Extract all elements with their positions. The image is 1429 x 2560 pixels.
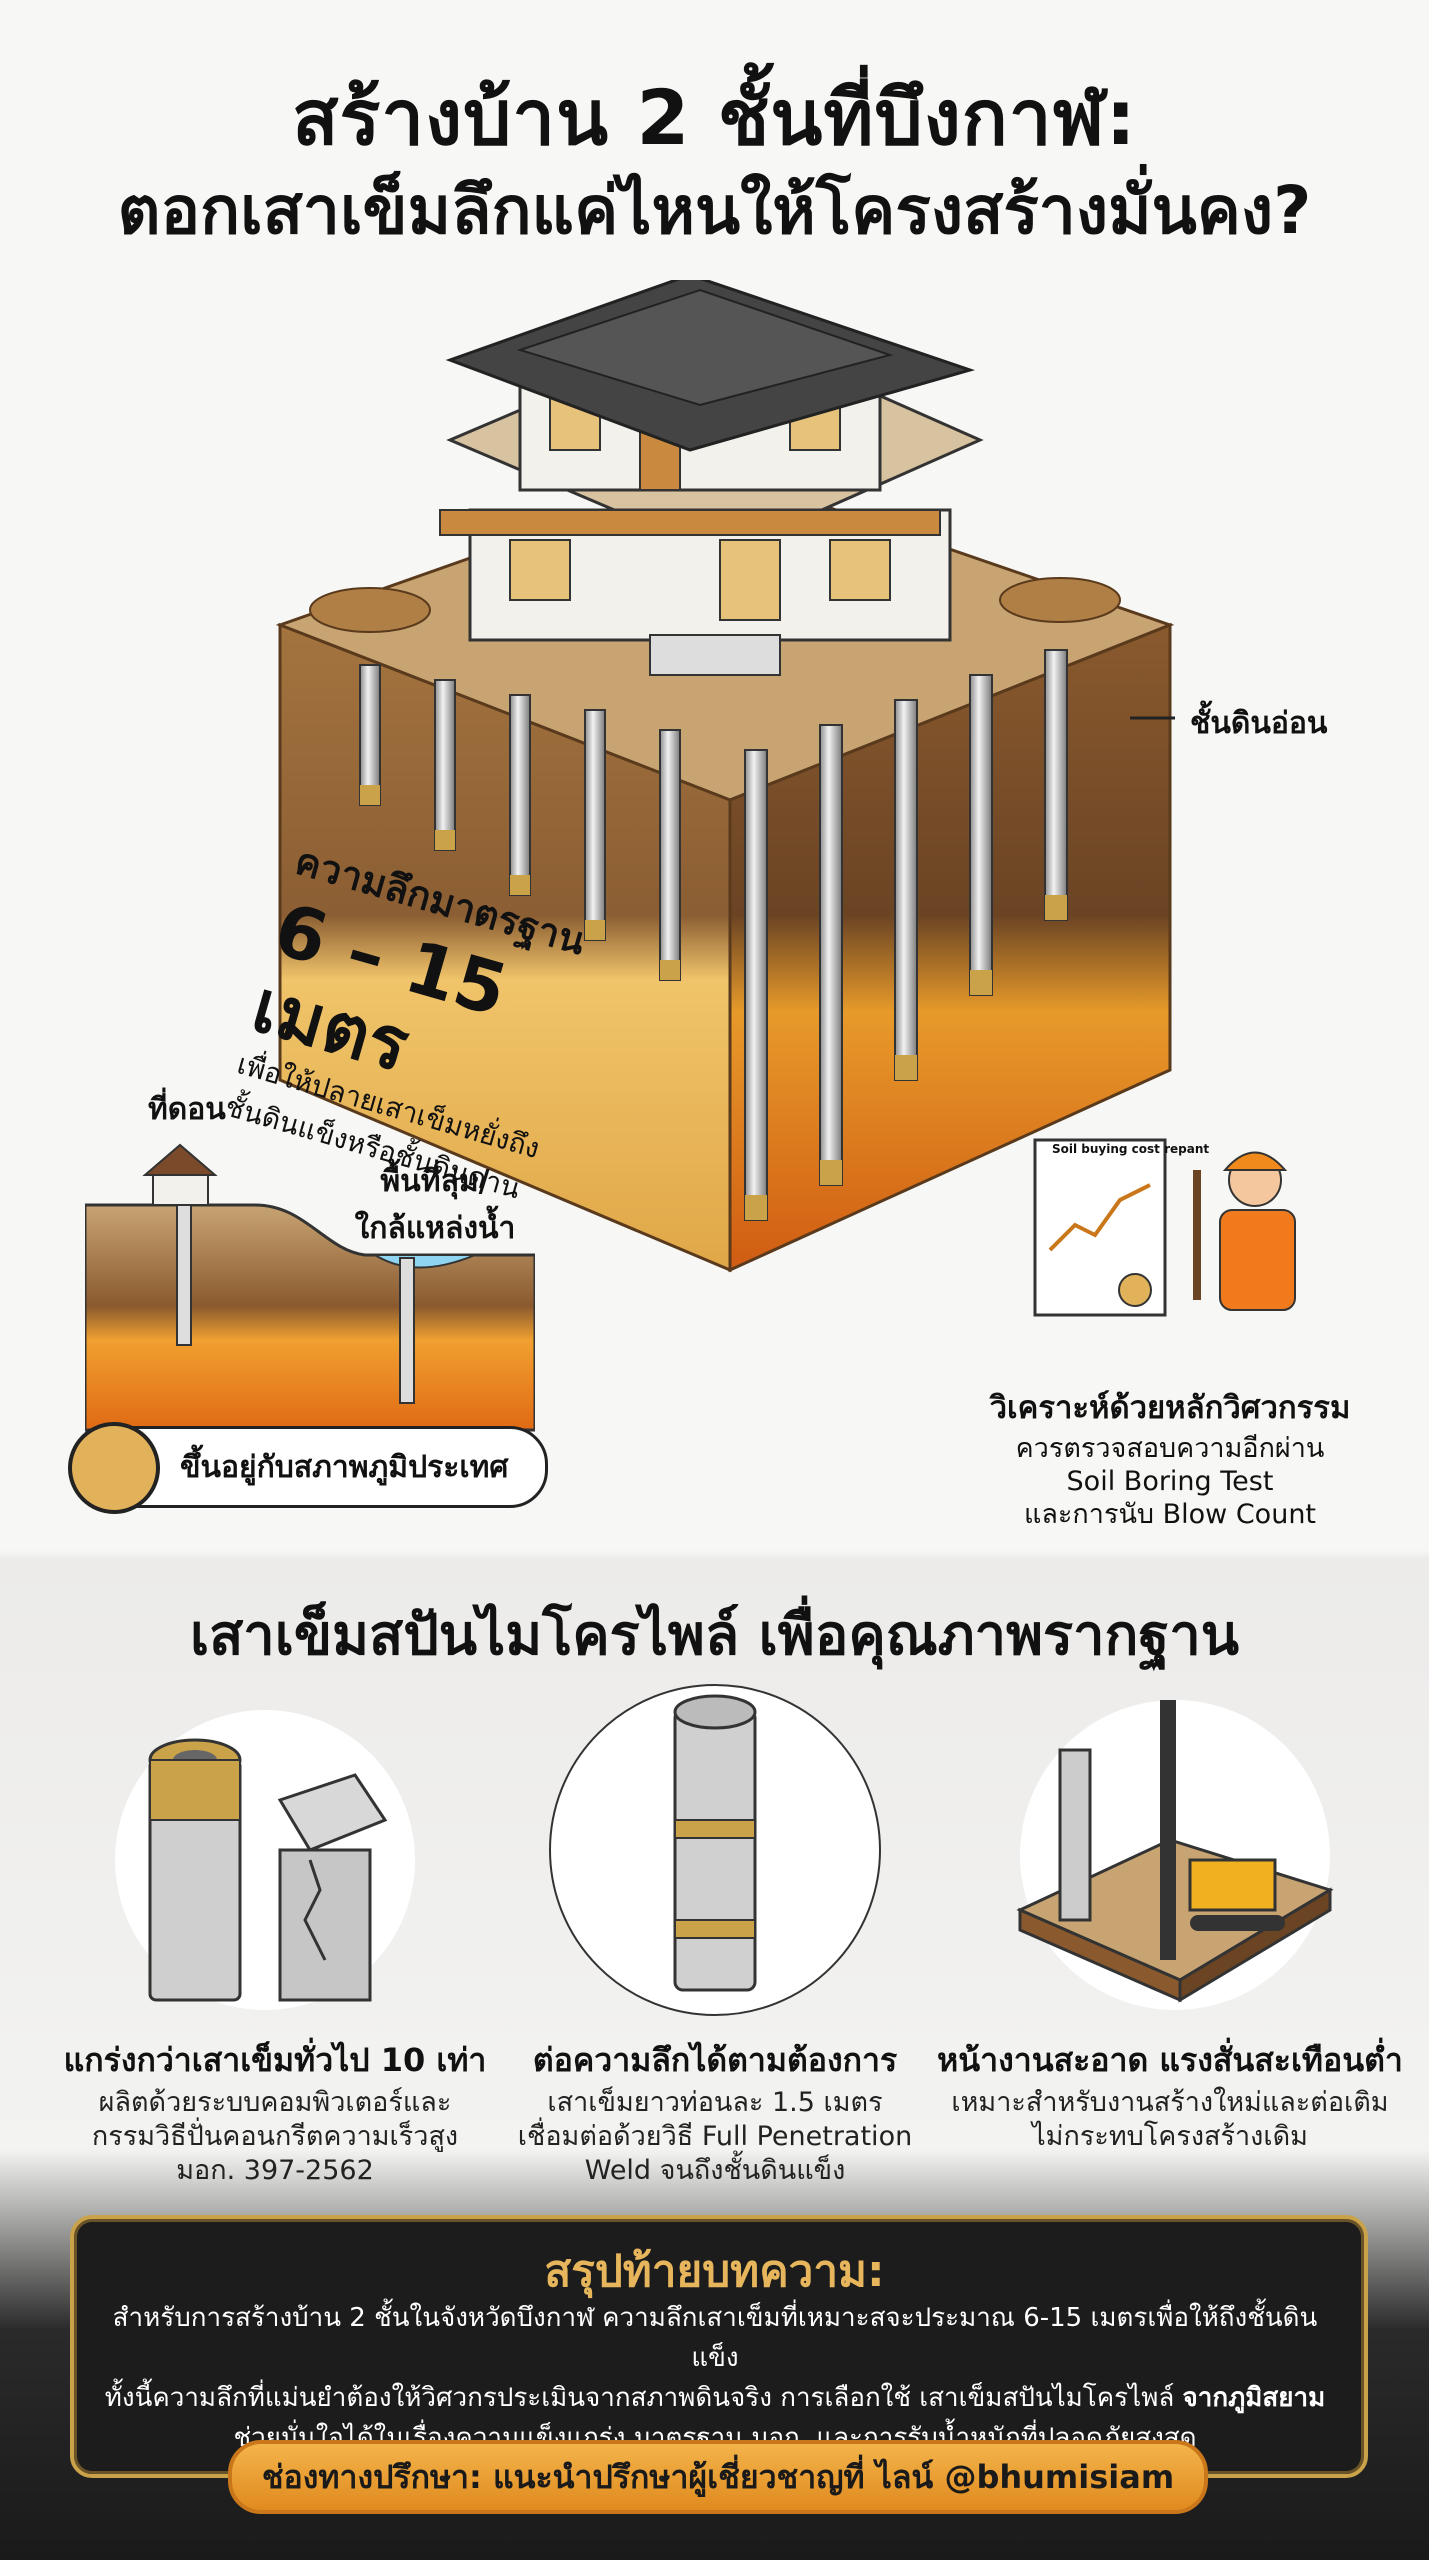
hard-hat-icon — [1222, 1151, 1288, 1171]
feature-3: หน้างานสะอาด แรงสั่นสะเทือนต่ำ เหมาะสำหร… — [935, 2035, 1405, 2154]
engineer-line3: และการนับ Blow Count — [1023, 1499, 1317, 1530]
summary-line-1: สำหรับการสร้างบ้าน 2 ชั้นในจังหวัดบึงกาฬ… — [112, 2303, 1318, 2373]
house-illustration — [439, 280, 984, 676]
highland-label: ที่ดอน — [148, 1092, 226, 1127]
pile-group — [359, 649, 1068, 1221]
soil-block-illustration — [275, 280, 1175, 1273]
small-house-icon — [142, 1143, 218, 1176]
summary-line-2a: ทั้งนี้ความลึกที่แม่นยำต้องให้วิศวกรประเ… — [104, 2383, 1175, 2413]
summary-line-2: ทั้งนี้ความลึกที่แม่นยำต้องให้วิศวกรประเ… — [95, 2378, 1335, 2418]
feature-1-desc-2: กรรมวิธีปั่นคอนกรีตความเร็วสูง — [91, 2121, 459, 2152]
terrain-cross-section — [85, 1143, 535, 1432]
feature-2-title: ต่อความลึกได้ตามต้องการ — [532, 2041, 898, 2079]
feature-2: ต่อความลึกได้ตามต้องการ เสาเข็มยาวท่อนละ… — [485, 2035, 945, 2188]
feature-1: แกร่งกว่าเสาเข็มทั่วไป 10 เท่า ผลิตด้วยร… — [45, 2035, 505, 2188]
feature-1-desc-1: ผลิตด้วยระบบคอมพิวเตอร์และ — [98, 2087, 452, 2118]
head-icon — [68, 1422, 160, 1514]
lowland-label-line1: พื้นที่ลุ่ม/ — [380, 1164, 490, 1199]
feature-3-illustration — [1016, 1700, 1334, 2010]
terrain-pill-text: ขึ้นอยู่กับสภาพภูมิประเทศ — [180, 1450, 509, 1485]
engineer-illustration — [1033, 1138, 1296, 1317]
feature-1-illustration — [115, 1710, 415, 2010]
lowland-label-line2: ใกล้แหล่งน้ำ — [354, 1211, 516, 1246]
feature-2-desc-2: เชื่อมต่อด้วยวิธี Full Penetration — [517, 2121, 913, 2152]
feature-1-title: แกร่งกว่าเสาเข็มทั่วไป 10 เท่า — [63, 2041, 487, 2079]
feature-1-desc-3: มอก. 397-2562 — [176, 2155, 374, 2186]
engineer-line1: ควรตรวจสอบความอีกผ่าน — [1015, 1433, 1325, 1464]
page-title: สร้างบ้าน 2 ชั้นที่บึงกาฬ: — [292, 73, 1137, 162]
feature-3-desc-2: ไม่กระทบโครงสร้างเดิม — [1032, 2121, 1308, 2152]
summary-text: สำหรับการสร้างบ้าน 2 ชั้นในจังหวัดบึงกาฬ… — [95, 2298, 1335, 2458]
feature-3-title: หน้างานสะอาด แรงสั่นสะเทือนต่ำ — [937, 2041, 1403, 2079]
engineer-heading: วิเคราะห์ด้วยหลักวิศวกรรม — [989, 1390, 1351, 1426]
section-title: เสาเข็มสปันไมโครไพล์ เพื่อคุณภาพรากฐาน — [189, 1603, 1240, 1668]
summary-box — [70, 2215, 1368, 2478]
feature-2-illustration — [549, 1684, 881, 2016]
lowland-label: พื้นที่ลุ่ม/ ใกล้แหล่งน้ำ — [335, 1158, 535, 1252]
feature-2-desc-1: เสาเข็มยาวท่อนละ 1.5 เมตร — [547, 2087, 883, 2118]
engineer-line2: Soil Boring Test — [1066, 1466, 1274, 1497]
summary-line-2b: จากภูมิสยาม — [1182, 2383, 1326, 2413]
soft-soil-label: ชั้นดินอ่อน — [1190, 706, 1328, 741]
report-title: Soil buying cost repant — [1052, 1142, 1210, 1156]
summary-title: สรุปท้ายบทความ: — [544, 2246, 885, 2297]
excavator-icon — [1188, 1858, 1277, 1912]
page-subtitle: ตอกเสาเข็มลึกแค่ไหนให้โครงสร้างมั่นคง? — [117, 172, 1312, 249]
engineer-caption: วิเคราะห์ด้วยหลักวิศวกรรม ควรตรวจสอบความ… — [940, 1382, 1400, 1531]
feature-2-desc-3: Weld จนถึงชั้นดินแข็ง — [584, 2155, 846, 2186]
feature-3-desc-1: เหมาะสำหรับงานสร้างใหม่และต่อเติม — [951, 2087, 1389, 2118]
contact-button[interactable]: ช่องทางปรึกษา: แนะนำปรึกษาผู้เชี่ยวชาญที… — [228, 2440, 1208, 2514]
